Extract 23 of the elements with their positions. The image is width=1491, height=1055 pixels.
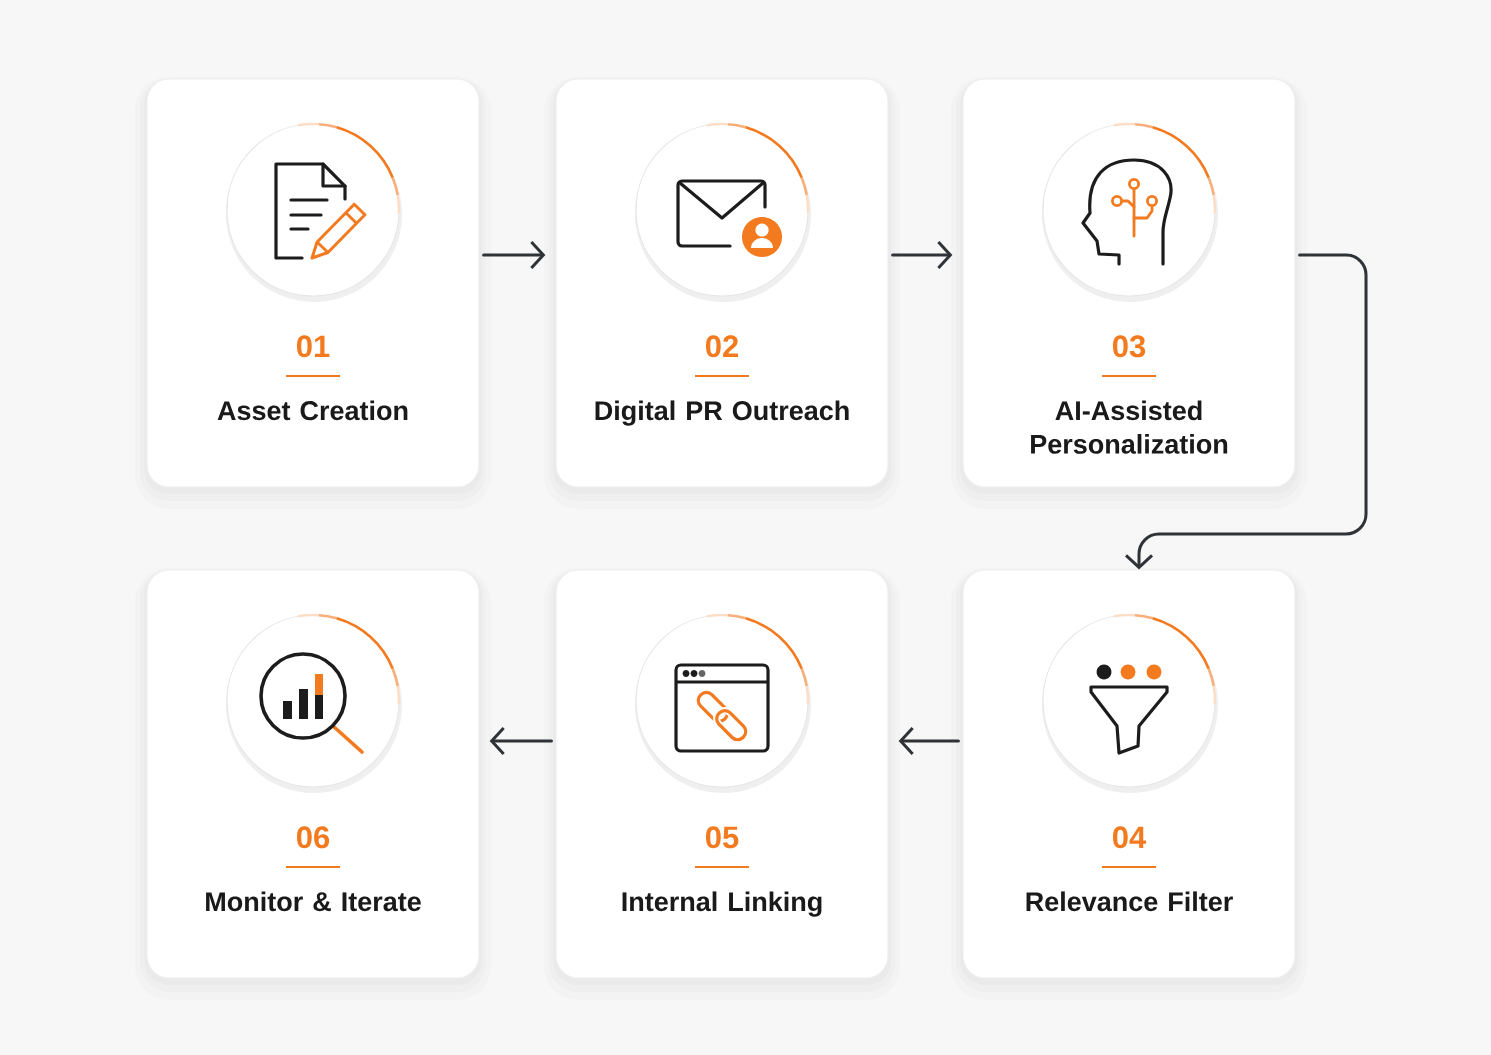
step-card xyxy=(962,78,1296,488)
step-card xyxy=(146,78,480,488)
step-card xyxy=(962,569,1296,979)
step-title: Asset Creation xyxy=(217,400,408,421)
step-card xyxy=(555,78,889,488)
step-number: 04 xyxy=(1113,826,1147,849)
step-number: 01 xyxy=(297,335,330,358)
arrow xyxy=(898,727,960,756)
step-title: AI-Assisted Personalization xyxy=(1031,400,1228,454)
step-title: Monitor & Iterate xyxy=(206,891,421,912)
arrow xyxy=(482,241,546,270)
arrow xyxy=(489,727,553,756)
arrow xyxy=(1125,253,1368,570)
step-title: Internal Linking xyxy=(622,891,822,917)
step-card xyxy=(555,569,889,979)
step-number: 03 xyxy=(1113,335,1146,358)
step-number: 02 xyxy=(706,335,738,358)
step-number: 06 xyxy=(297,826,330,849)
step-title: Digital PR Outreach xyxy=(595,400,849,426)
arrow xyxy=(891,241,953,270)
step-card xyxy=(146,569,480,979)
step-title: Relevance Filter xyxy=(1026,891,1233,912)
step-number: 05 xyxy=(706,826,739,849)
